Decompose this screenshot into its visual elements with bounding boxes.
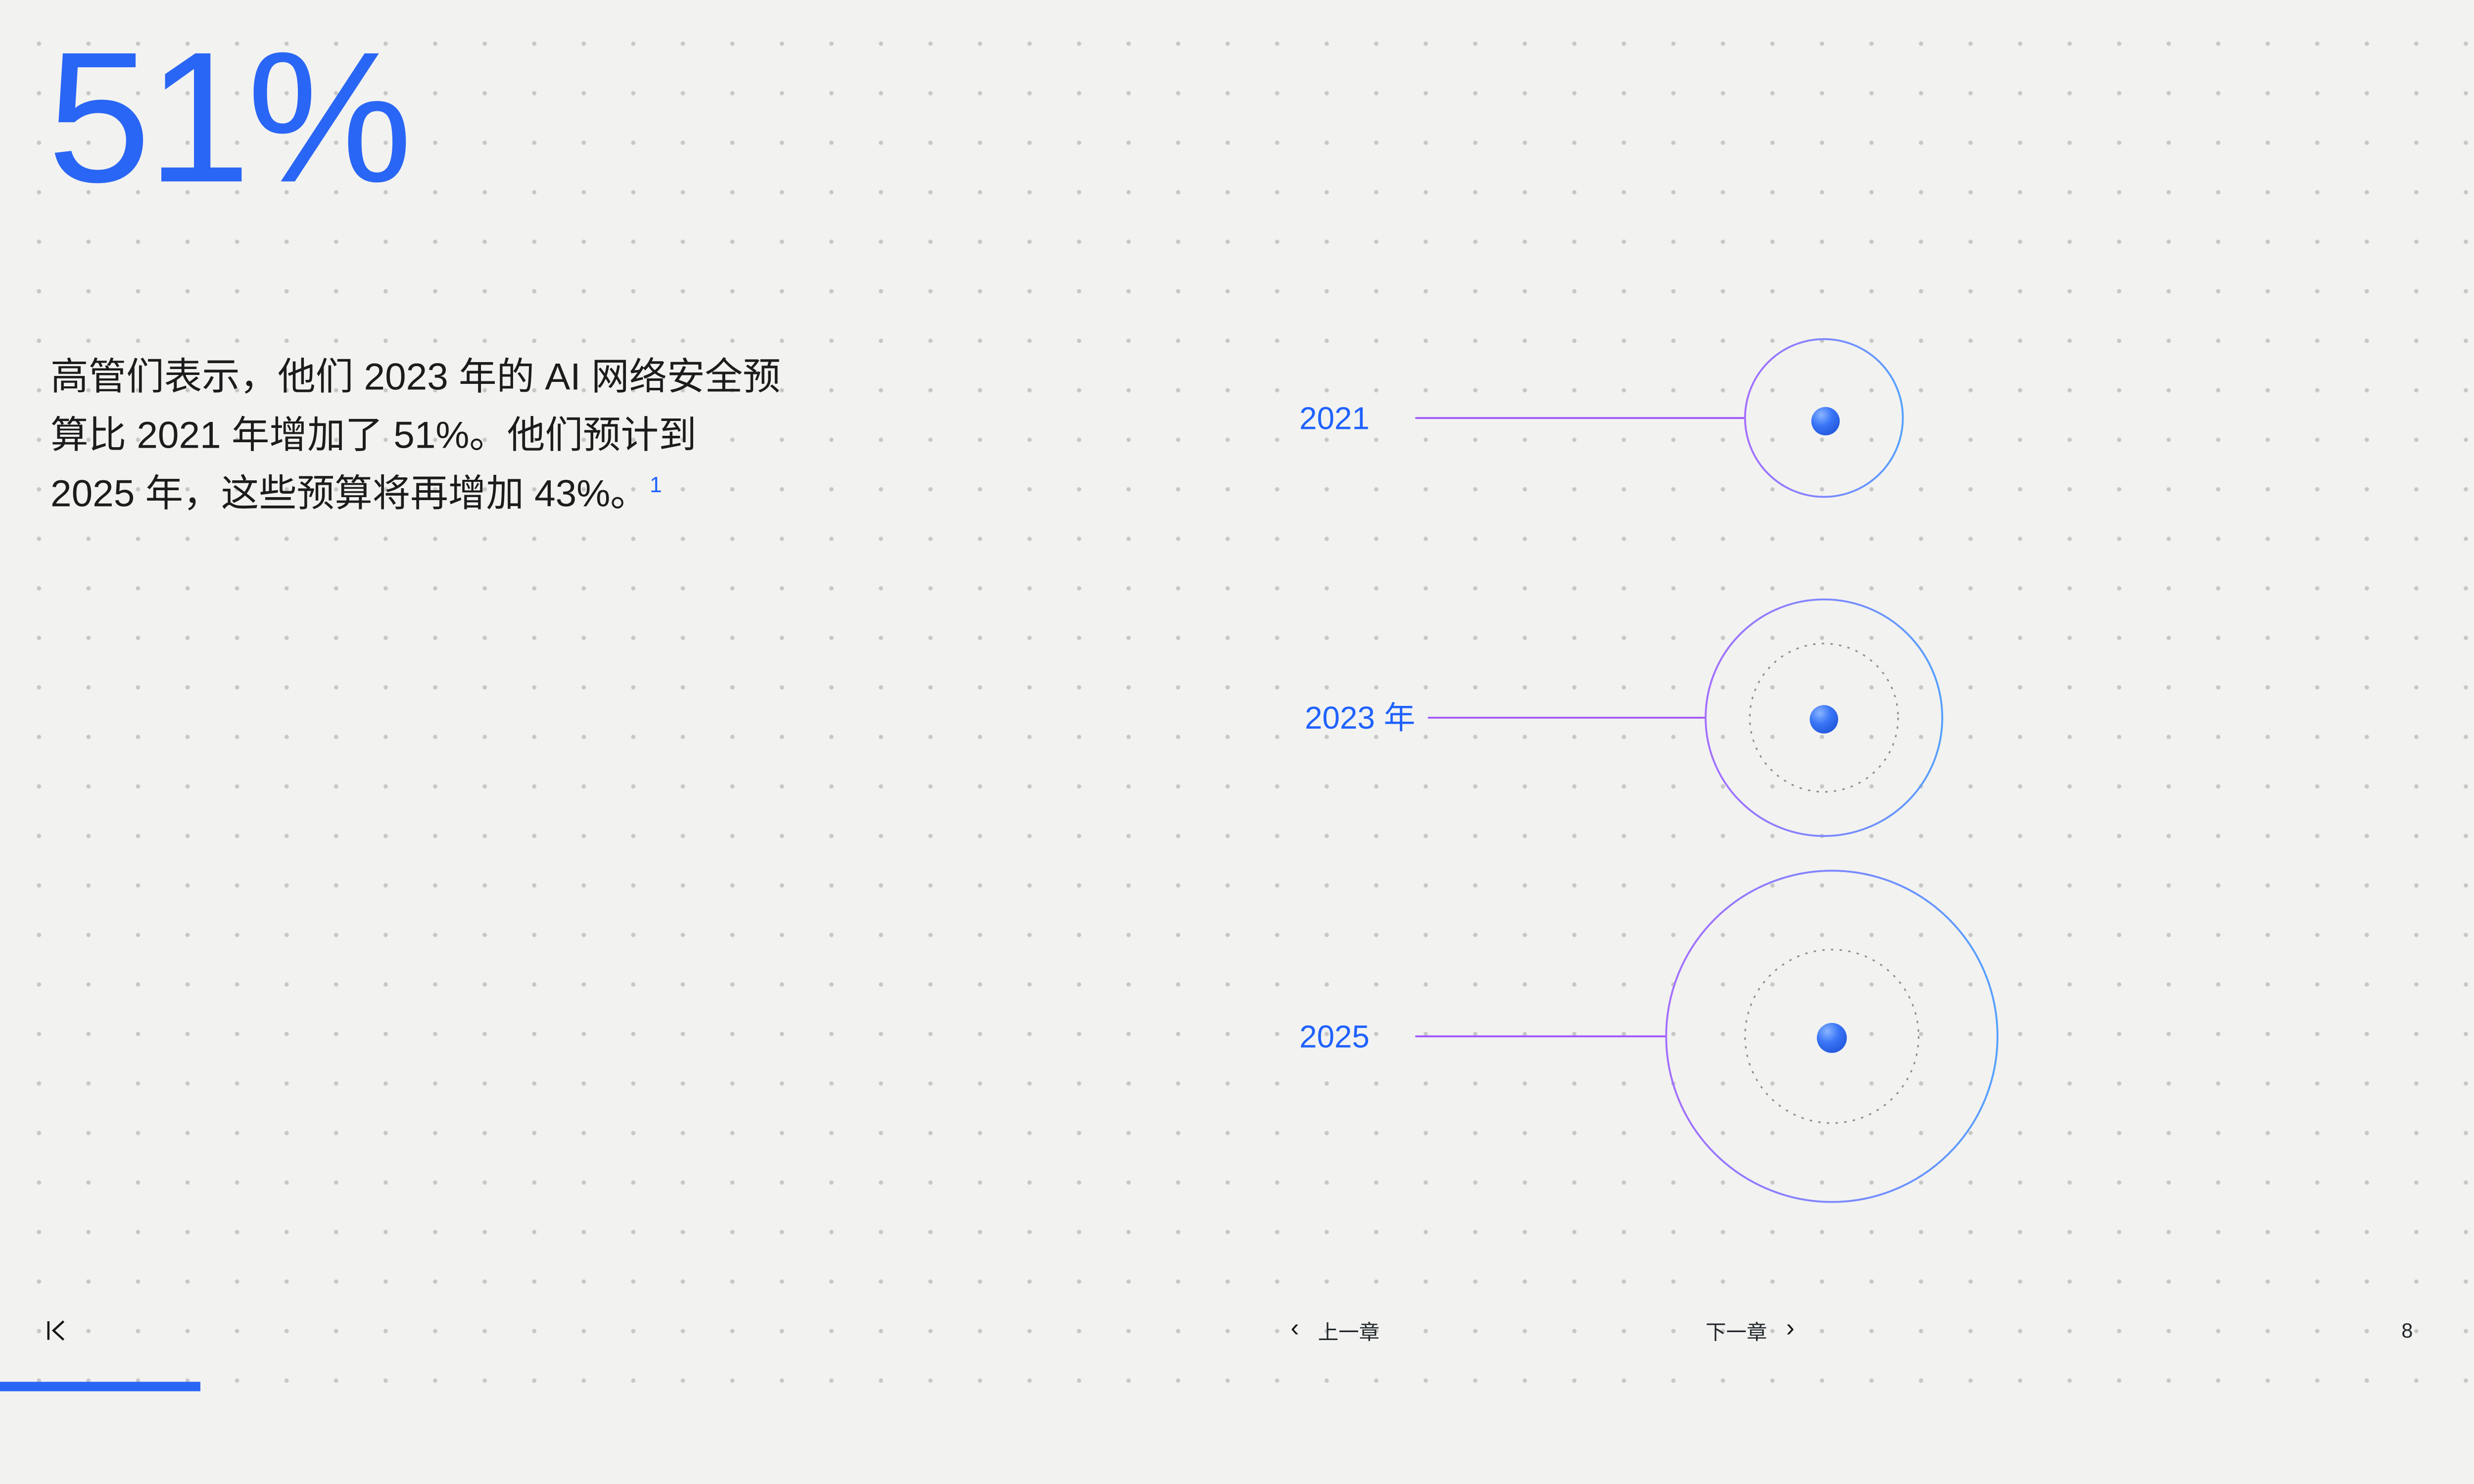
bubble-row-2021: 2021 [1299, 338, 1904, 498]
bubble-circle-2023 [1705, 598, 1944, 837]
next-chapter-label: 下一章 [1706, 1319, 1767, 1344]
skip-to-start-icon [47, 1319, 65, 1340]
headline-stat: 51% [47, 14, 413, 223]
bubble-sphere-2021 [1811, 407, 1840, 436]
bubble-inner-dotted-2025 [1744, 949, 1920, 1124]
chevron-left-icon: ‹ [1290, 1315, 1299, 1343]
next-chapter-button[interactable]: 下一章 › [1706, 1315, 1795, 1345]
body-text: 高管们表示，他们 2023 年的 AI 网络安全预算比 2021 年增加了 51… [50, 349, 789, 524]
bubble-label-2025: 2025 [1299, 1019, 1370, 1054]
footnote-ref[interactable]: 1 [650, 471, 662, 497]
prev-chapter-label: 上一章 [1318, 1319, 1380, 1344]
bubble-inner-dotted-2023 [1749, 643, 1899, 793]
prev-chapter-button[interactable]: ‹ 上一章 [1290, 1315, 1380, 1345]
bubble-label-2021: 2021 [1299, 400, 1370, 436]
bubble-row-2023: 2023 年 [1305, 598, 1944, 837]
bubble-sphere-2025 [1816, 1022, 1847, 1053]
body-text-content: 高管们表示，他们 2023 年的 AI 网络安全预算比 2021 年增加了 51… [50, 356, 781, 516]
bubble-row-2025: 2025 [1299, 870, 1998, 1203]
chevron-right-icon: › [1786, 1315, 1795, 1343]
page-number: 8 [2401, 1318, 2413, 1342]
slide: 51% 高管们表示，他们 2023 年的 AI 网络安全预算比 2021 年增加… [0, 0, 2474, 1391]
skip-to-start-button[interactable] [44, 1318, 68, 1342]
bubble-circle-2021 [1744, 338, 1904, 498]
bubble-sphere-2023 [1809, 705, 1838, 734]
bubble-circle-2025 [1665, 870, 1998, 1203]
budget-bubble-chart: 2021 2023 年 2025 [1299, 338, 1998, 1203]
progress-bar [0, 1382, 200, 1391]
bubble-label-2023: 2023 年 [1305, 700, 1415, 736]
